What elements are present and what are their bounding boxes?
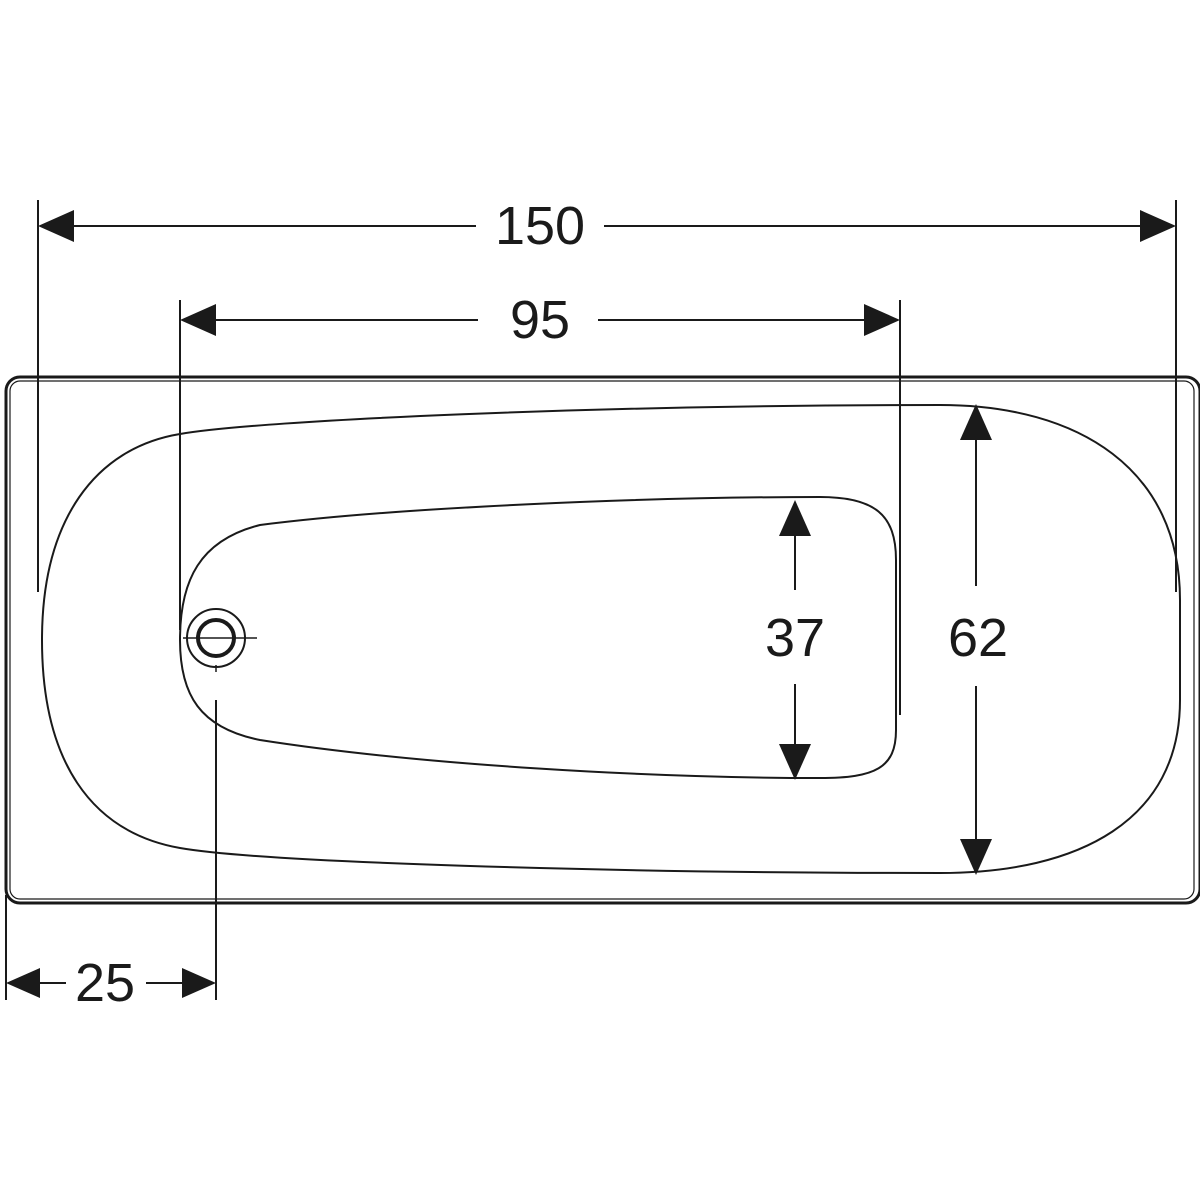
basin-outline (40, 403, 1181, 875)
arrowhead-right (864, 304, 900, 336)
tub-rim-inner (9, 380, 1195, 900)
arrowhead-left (38, 210, 74, 242)
arrowhead-up (779, 500, 811, 536)
dimension-overall-length: 150 (38, 196, 1176, 256)
extension-lines (5, 200, 1177, 1000)
arrowhead-down (779, 744, 811, 780)
tub-rim (4, 375, 1200, 905)
arrowhead-right (182, 968, 216, 998)
dimension-label-inner-length: 95 (510, 290, 570, 350)
dimension-label-drain-offset: 25 (75, 953, 135, 1013)
dimension-overall-width: 62 (948, 404, 1008, 875)
arrowhead-up (960, 404, 992, 440)
tub-rim-outer (4, 375, 1200, 905)
arrowhead-left (6, 968, 40, 998)
arrowhead-down (960, 839, 992, 875)
dimension-label-overall-width: 62 (948, 608, 1008, 668)
basin-floor-outline (178, 495, 897, 780)
dimension-label-inner-width: 37 (765, 608, 825, 668)
dimension-drain-offset: 25 (6, 953, 216, 1013)
arrowhead-right (1140, 210, 1176, 242)
arrowhead-left (180, 304, 216, 336)
dimension-inner-length: 95 (180, 290, 900, 350)
dimension-inner-width: 37 (765, 500, 825, 780)
dimension-label-overall-length: 150 (495, 196, 585, 256)
drain (183, 608, 257, 672)
